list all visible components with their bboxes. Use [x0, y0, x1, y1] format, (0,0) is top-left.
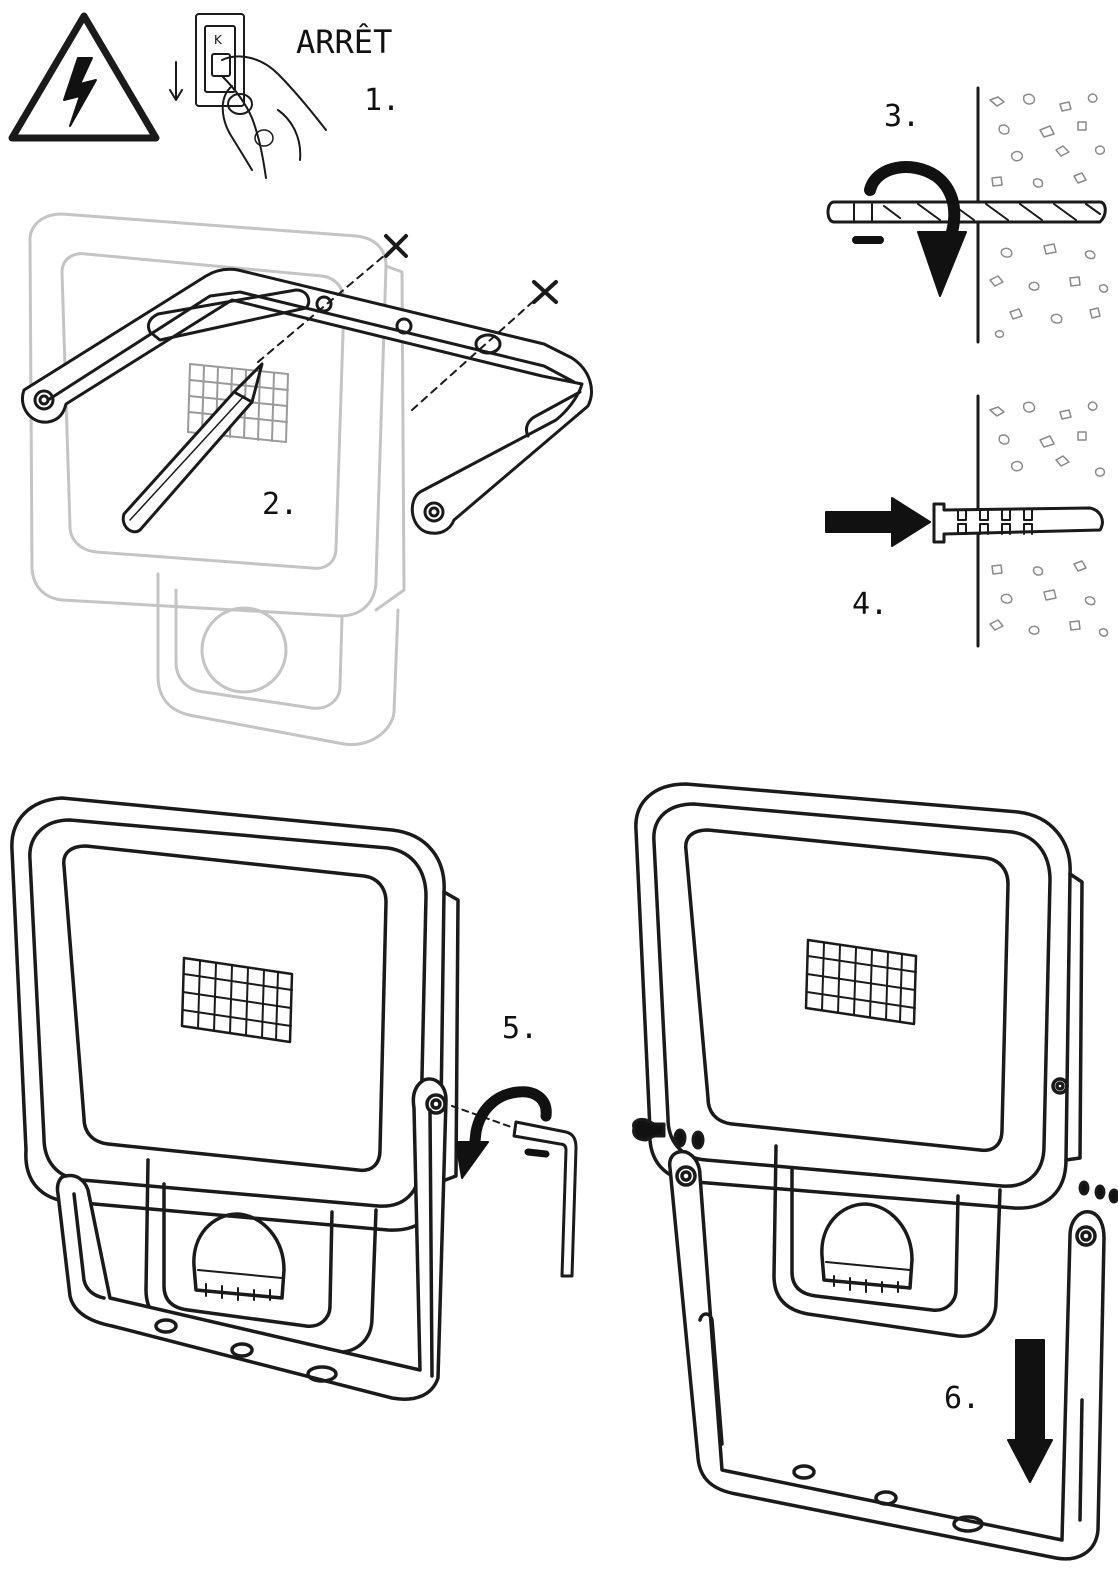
mounting-bracket — [21, 267, 593, 535]
off-label: ARRÊT — [296, 23, 393, 61]
pencil-icon — [121, 362, 264, 534]
step-1-label: 1. — [364, 83, 401, 118]
wall-plug-icon — [932, 502, 1104, 544]
wall-switch-icon: K — [169, 13, 327, 179]
step-2-label: 2. — [262, 487, 299, 522]
floodlight-faint — [28, 212, 406, 747]
drill-point-marks — [257, 234, 558, 411]
drill-icon — [826, 200, 1107, 224]
rotation-arrow-icon — [852, 161, 967, 297]
switch-letter: K — [214, 33, 223, 47]
push-arrow-icon — [825, 497, 931, 547]
screws-and-washers — [632, 1118, 1118, 1204]
bracket-step6 — [667, 1149, 1106, 1561]
bracket-step5 — [55, 1077, 448, 1401]
step-6-label: 6. — [944, 1381, 981, 1416]
down-arrow-icon — [1007, 1339, 1053, 1483]
led-grid-step5 — [180, 956, 294, 1044]
tighten-arrow-icon — [455, 1086, 552, 1179]
electrical-hazard-icon — [8, 12, 160, 142]
step-3-label: 3. — [884, 99, 921, 134]
step-4-label: 4. — [852, 587, 889, 622]
step-5-label: 5. — [502, 1011, 539, 1046]
led-grid-step6 — [804, 938, 918, 1026]
